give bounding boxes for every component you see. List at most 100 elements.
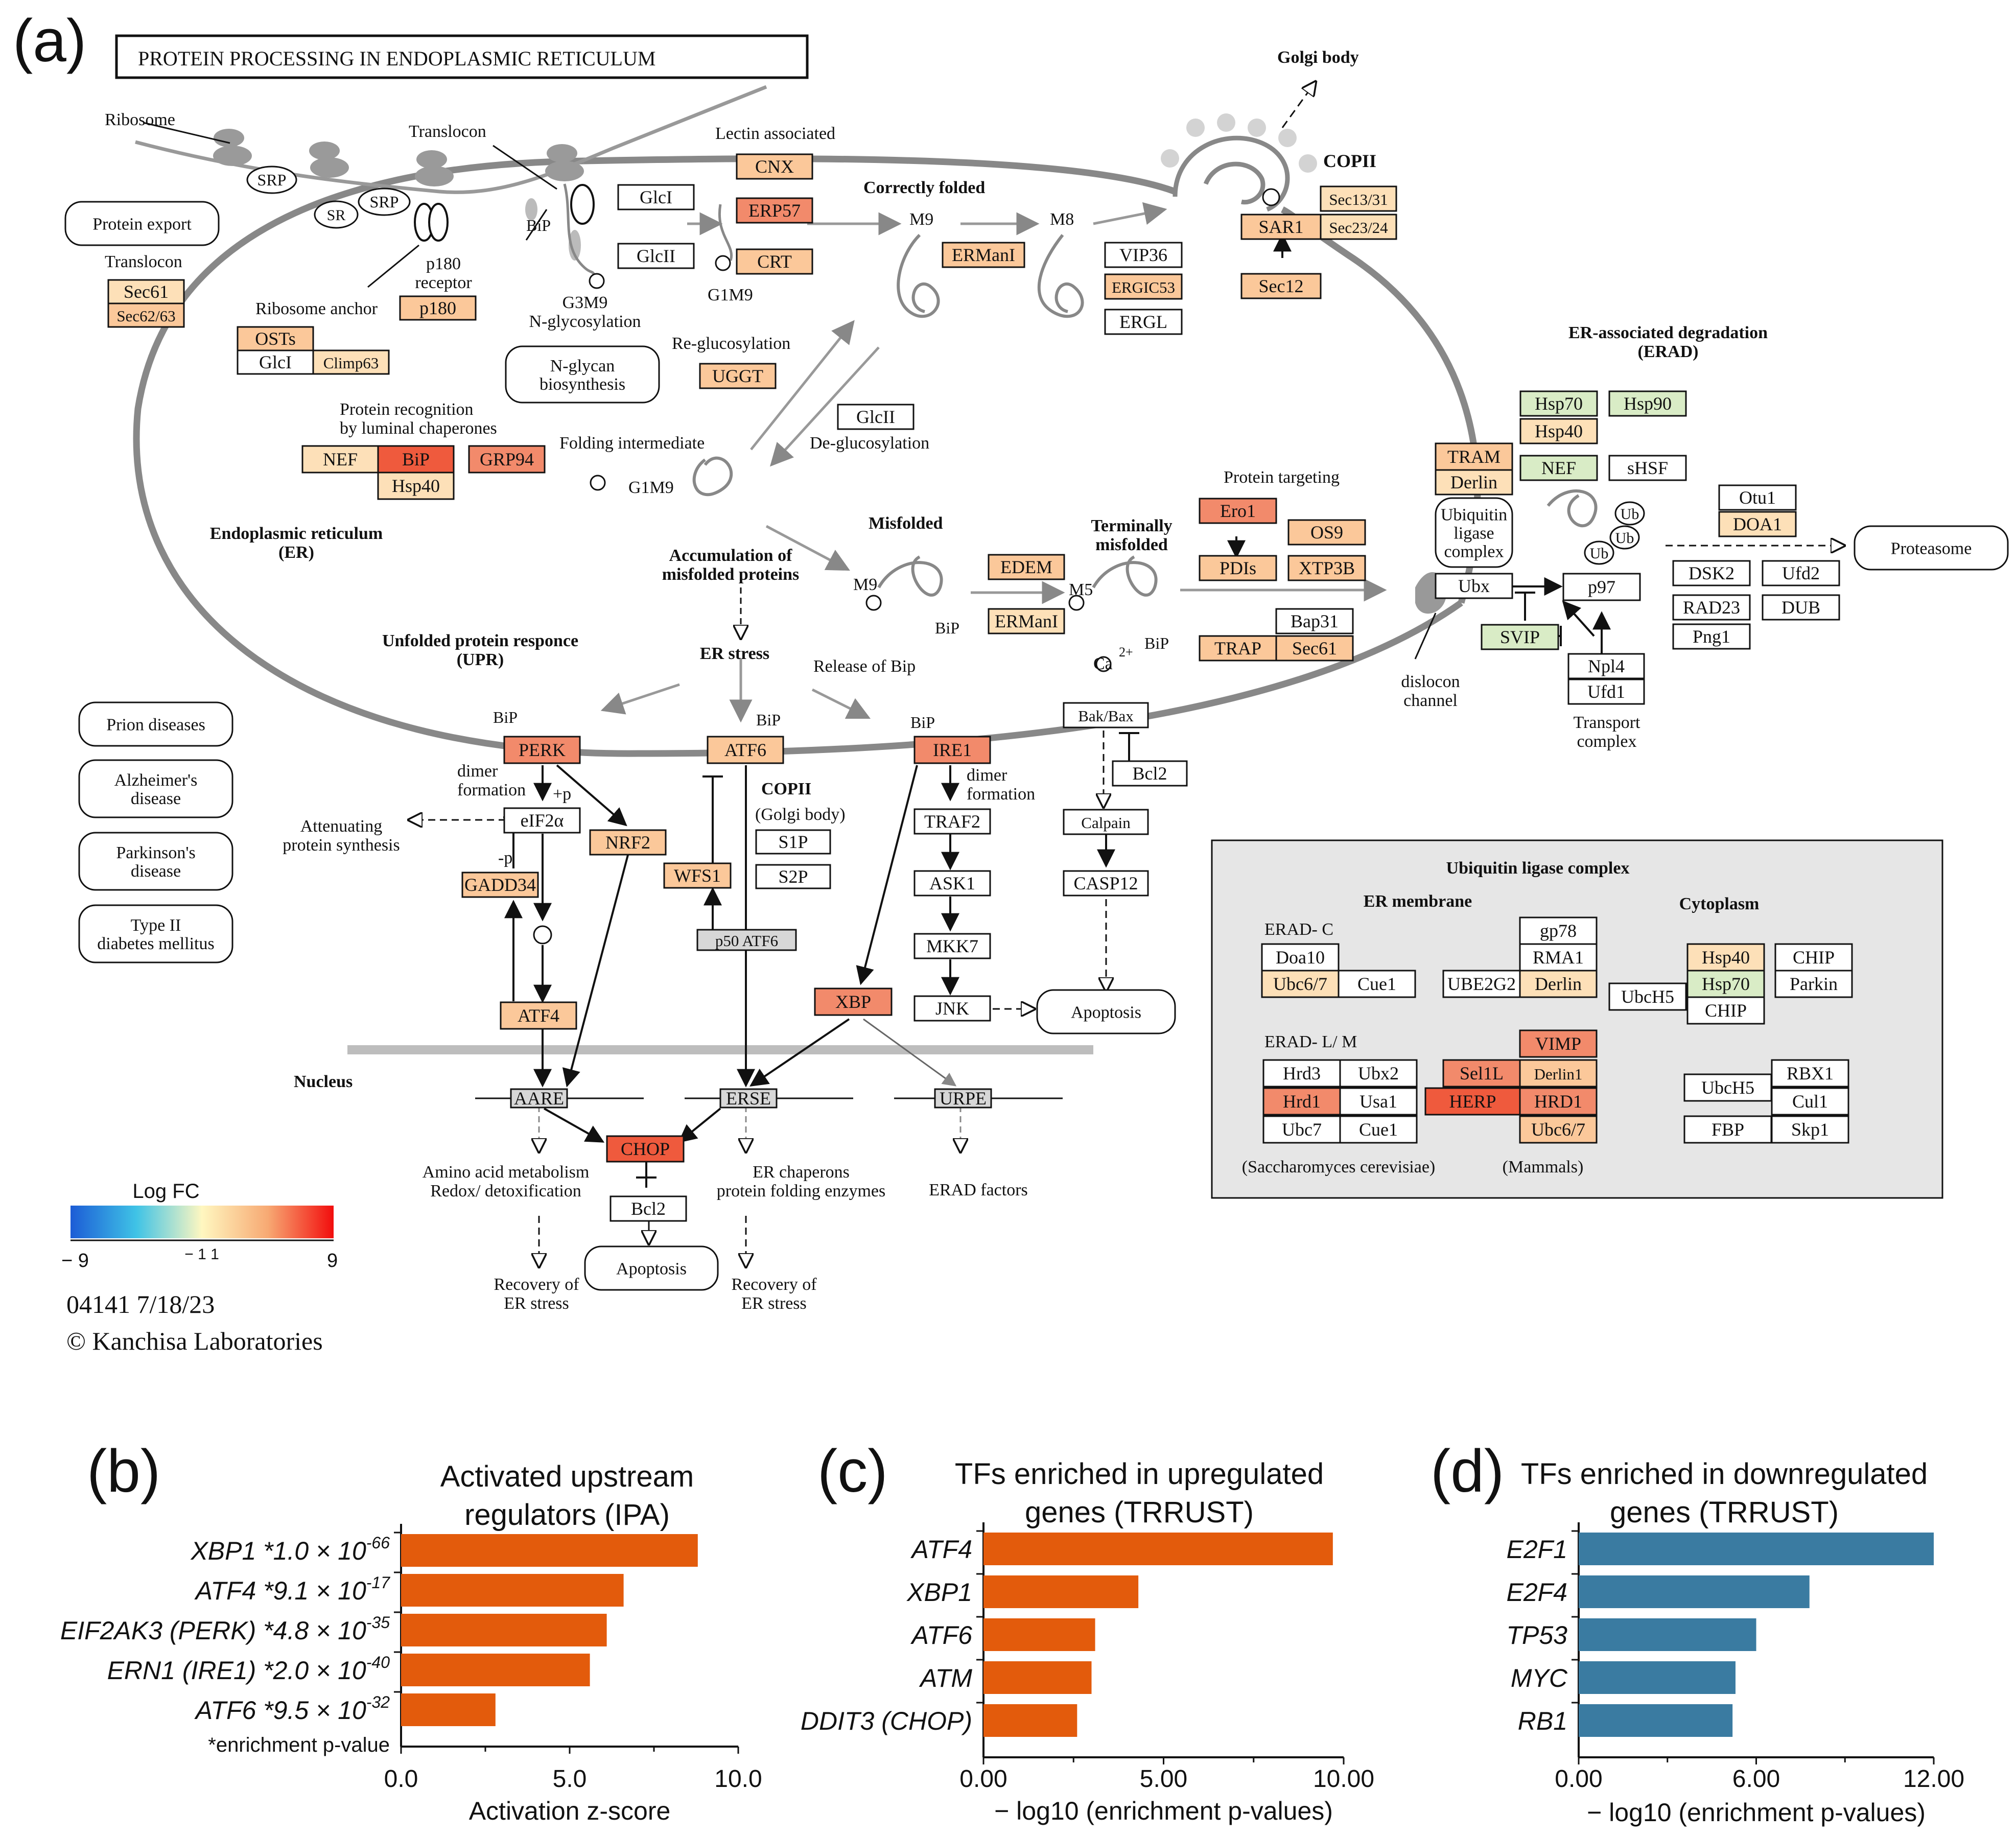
category-label: ATF4 [910,1535,972,1564]
gene-node-label: Sec62/63 [116,307,175,325]
legend-max: 9 [327,1250,338,1271]
gene-node-NEF: NEF [301,445,379,474]
gene-node-box [1567,678,1645,705]
gene-node-ERGIC53: ERGIC53 [1104,273,1183,300]
gene-node-box [1519,390,1598,417]
gene-node-DSK2: DSK2 [1672,560,1751,586]
gene-node-box [988,554,1065,580]
gene-node-Ubx: Ubx [1435,573,1513,599]
ribosomes [213,129,584,186]
label-protrec: Protein recognition [340,400,474,419]
gene-node-ERGL: ERGL [1104,309,1183,335]
gene-node-label: TRAM [1447,446,1501,467]
gene-node-box [1339,1087,1418,1116]
gene-node-label: GRP94 [480,449,534,469]
gene-node-box [610,1195,687,1222]
gene-node-box [1112,760,1188,787]
gene-node-box [617,184,695,210]
gene-node-box [1771,1059,1849,1088]
gene-node-label: ERManI [952,245,1015,265]
gene-node-box [942,242,1025,268]
gene-node-label: Ubc6/7 [1273,974,1327,994]
module-box [64,201,220,246]
gene-node-box [1519,418,1598,444]
gene-node-HERP: HERP [1424,1087,1521,1116]
gene-node-Sel1L: Sel1L [1442,1059,1521,1088]
gene-node-label: DOA1 [1733,514,1782,534]
bar-d-0 [1579,1533,1934,1565]
gene-node-label: Sel1L [1460,1063,1504,1084]
label-relbip: Release of Bip [813,657,916,676]
pathway-modules: Protein exportN-glycanbiosynthesisPrion … [64,201,2009,1291]
gene-node-label: RAD23 [1683,597,1740,618]
gene-node-label: AARE [514,1088,564,1109]
gene-node-box [1519,943,1598,972]
gene-node-box [1063,809,1149,835]
golgi-arrow [1281,82,1316,128]
gene-node-FBP: FBP [1683,1115,1772,1144]
gene-node-Parkin: Parkin [1774,970,1853,998]
module-label: N-glycan [550,357,615,375]
label-upr: (UPR) [457,650,504,669]
gene-node-label: Sec23/24 [1329,219,1388,237]
gene-node-box [237,349,314,375]
gene-node-label: XTP3B [1299,558,1355,578]
gene-node-box [503,807,581,834]
x-tick-label: 5.0 [553,1765,587,1793]
gene-node-label: ERSE [726,1088,771,1109]
gene-node-box [1519,1029,1598,1058]
gene-node-PDIs: PDIs [1199,555,1277,581]
gene-node-label: VIP36 [1119,245,1167,265]
category-exponent: -35 [366,1613,390,1632]
label-m8: M8 [1050,210,1074,229]
gene-node-label: ERP57 [748,200,801,221]
label-upr: Unfolded protein responce [382,631,578,650]
golgi-cargo [1262,188,1280,206]
gene-node-label: ATF6 [724,740,766,760]
category-text: ERN1 (IRE1) *2.0 × 10 [107,1656,366,1685]
label-m5: M5 [1069,580,1093,599]
gene-node-box [1104,242,1183,268]
gene-node-label: Calpain [1081,814,1131,832]
gene-node-box [1774,943,1853,972]
gene-node-box [1519,916,1598,945]
gene-node-Otu1: Otu1 [1718,484,1797,511]
oval-shape [358,187,411,216]
gene-node-Derlin: Derlin [1435,469,1513,496]
label-aminoacid: Amino acid metabolism [423,1163,590,1182]
dislocon-pointer [1414,613,1437,660]
oval-Ub1: Ub [1614,501,1645,526]
gene-node-label: SVIP [1500,627,1540,647]
oval-label: Ub [1621,506,1639,523]
label-erad: (ERAD) [1638,342,1699,361]
gene-node-Derlin1: Derlin1 [1519,1059,1598,1088]
gene-node-GlcIa: GlcI [237,349,314,375]
label-erlabel: Endoplasmic reticulum [210,524,383,543]
label-ca: Ca [1093,654,1113,673]
gene-node-box [755,829,831,855]
gene-node-S2P: S2P [755,864,831,889]
label-erlabel: (ER) [278,543,314,562]
pathway-code: 04141 7/18/23 [66,1290,215,1318]
label-aminoacid: Redox/ detoxification [430,1182,581,1200]
category-exponent: -32 [366,1693,390,1711]
gene-node-box [1104,309,1183,335]
oval-label: SRP [257,171,287,189]
gene-node-box [510,1088,568,1109]
gene-node-box [1672,594,1751,621]
category-label: DDIT3 (CHOP) [801,1707,972,1735]
gene-node-label: S1P [778,832,808,852]
gene-node-box [736,153,813,180]
label-ubtitle: Ubiquitin ligase complex [1446,859,1630,878]
label-sacch: (Saccharomyces cerevisiae) [1242,1158,1436,1176]
gene-node-label: URPE [940,1088,987,1109]
label-bip6: BiP [910,713,935,732]
label-bip4: BiP [493,708,518,726]
eif2a-junction [533,925,552,945]
label-bip2: BiP [935,619,959,637]
gene-node-box [1063,702,1149,728]
